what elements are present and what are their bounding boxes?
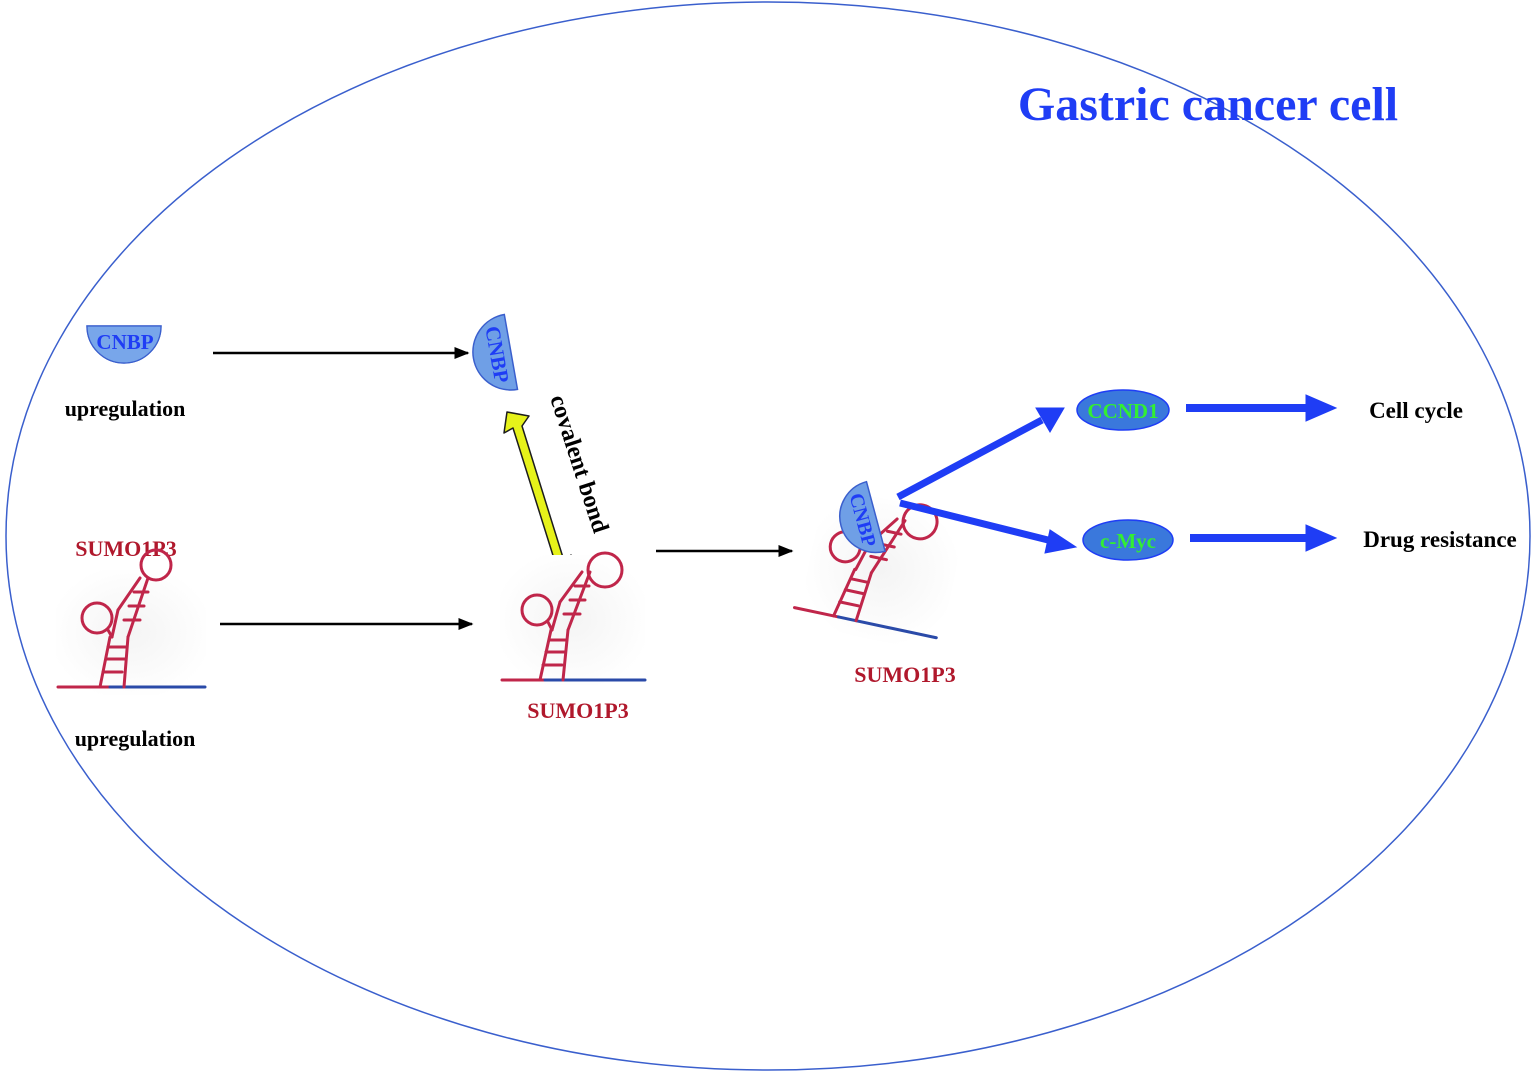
cnbp-label-left: CNBP: [96, 330, 153, 354]
arrow-to-drug-resistance: [1190, 524, 1338, 552]
arrow-to-cell-cycle: [1186, 394, 1338, 422]
sumo1p3-label-complex: SUMO1P3: [854, 662, 955, 687]
sumo1p3-rna-middle: [500, 551, 647, 685]
ccnd1-label: CCND1: [1087, 399, 1158, 423]
cnbp-protein-left: CNBP: [86, 325, 162, 364]
cmyc-protein: c-Myc: [1082, 519, 1174, 561]
ccnd1-protein: CCND1: [1076, 389, 1170, 431]
upregulation-label-bottom: upregulation: [75, 726, 196, 751]
sumo1p3-rna-complex: [792, 486, 968, 654]
upregulation-label-top: upregulation: [65, 396, 186, 421]
sumo1p3-rna-left: [56, 548, 207, 695]
sumo1p3-label-middle: SUMO1P3: [527, 698, 628, 723]
arrow-to-ccnd1: [896, 407, 1065, 501]
cell-membrane: [5, 1, 1531, 1071]
arrow-to-cmyc: [899, 499, 1078, 554]
drug-resistance-label: Drug resistance: [1363, 527, 1517, 552]
cmyc-label: c-Myc: [1100, 529, 1156, 553]
cell-cycle-label: Cell cycle: [1369, 398, 1463, 423]
cnbp-protein-middle: CNBP: [472, 313, 519, 391]
diagram-title: Gastric cancer cell: [1018, 78, 1398, 131]
sumo1p3-label-left: SUMO1P3: [75, 536, 176, 561]
covalent-bond-label: covalent bond: [544, 392, 613, 537]
